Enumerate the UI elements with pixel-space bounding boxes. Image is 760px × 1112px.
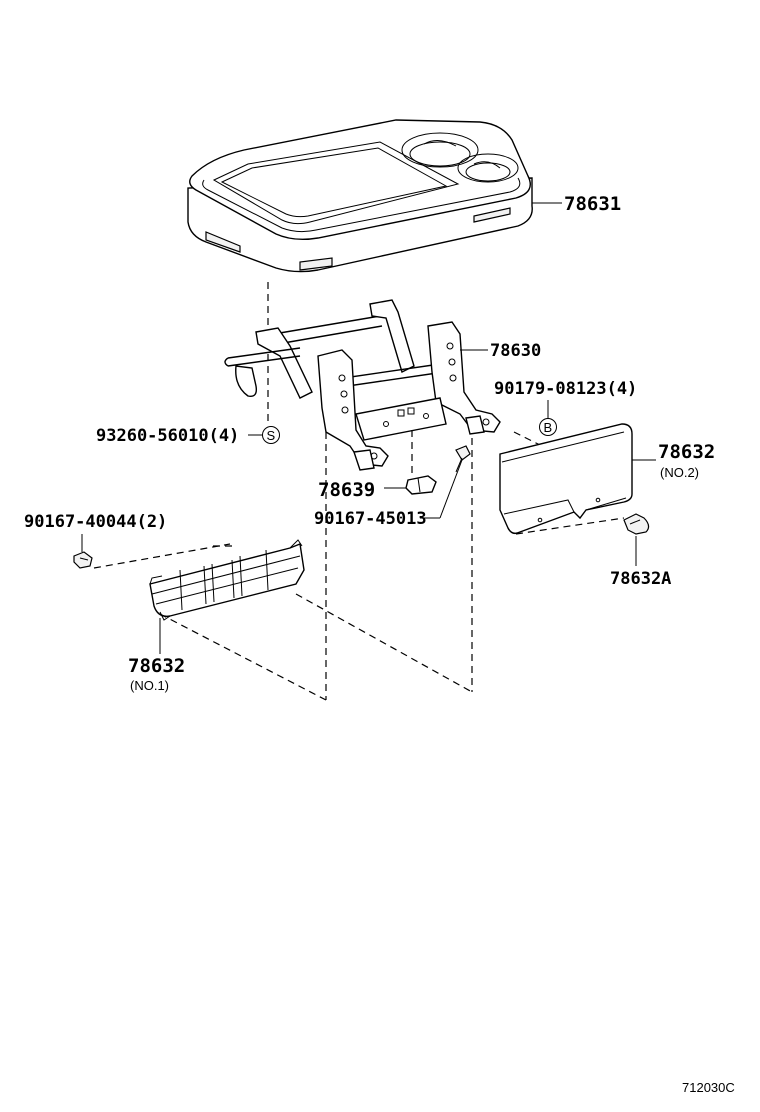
label-78632-no1-sub: (NO.1) bbox=[130, 678, 169, 693]
label-78631: 78631 bbox=[564, 193, 621, 215]
panel-78632-no2 bbox=[499, 423, 633, 535]
assembly-line-screw bbox=[93, 543, 231, 569]
s-marker-letter: S bbox=[267, 428, 276, 443]
label-78630: 78630 bbox=[490, 341, 541, 361]
label-90167-40044: 90167-40044(2) bbox=[24, 512, 167, 532]
screw-90167-40044 bbox=[73, 551, 93, 569]
figure-code: 712030C bbox=[682, 1080, 735, 1095]
panel-78632-no1 bbox=[149, 539, 305, 621]
label-78632A: 78632A bbox=[610, 569, 671, 589]
label-93260-56010: 93260-56010(4) bbox=[96, 426, 239, 446]
clip-78639 bbox=[405, 475, 437, 495]
leader-90167-45013 bbox=[439, 459, 463, 519]
s-marker-circle bbox=[262, 426, 280, 444]
label-90179-08123: 90179-08123(4) bbox=[494, 379, 637, 399]
label-78632-no1: 78632 bbox=[128, 655, 185, 677]
label-90167-45013: 90167-45013 bbox=[314, 509, 427, 529]
tray-78631 bbox=[187, 119, 533, 273]
assembly-line-panel1-right bbox=[295, 593, 473, 693]
label-78632-no2: 78632 bbox=[658, 441, 715, 463]
label-78632-no2-sub: (NO.2) bbox=[660, 465, 699, 480]
label-78639: 78639 bbox=[318, 479, 375, 501]
screw-90167-45013 bbox=[455, 445, 471, 473]
clip-78632A bbox=[623, 513, 650, 535]
b-marker-letter: B bbox=[544, 420, 553, 435]
b-marker-circle bbox=[539, 418, 557, 436]
assembly-line-panel2 bbox=[515, 517, 625, 535]
frame-78630 bbox=[224, 299, 501, 471]
